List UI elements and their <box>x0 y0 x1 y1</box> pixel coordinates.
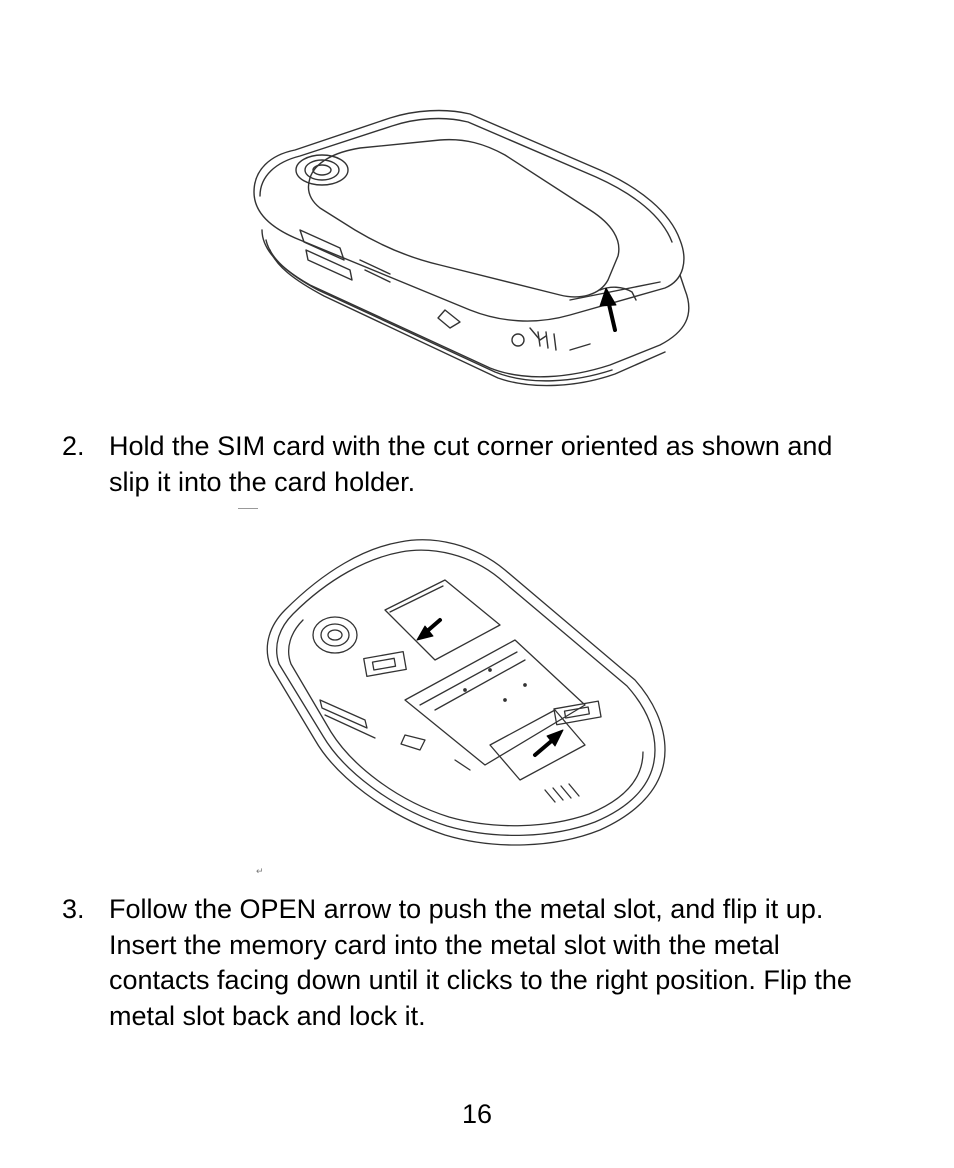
divider <box>238 508 258 511</box>
step-text: Follow the OPEN arrow to push the metal … <box>109 894 852 1031</box>
step-item: 2. Hold the SIM card with the cut corner… <box>62 429 882 504</box>
sim-card-insertion-illustration <box>255 530 685 860</box>
arrow-icon <box>533 729 564 757</box>
arrow-icon <box>416 618 442 641</box>
phone-back-cover-illustration <box>240 100 700 390</box>
step-item: 3. Follow the OPEN arrow to push the met… <box>62 892 882 1042</box>
arrow-icon <box>599 287 617 332</box>
step-text: Hold the SIM card with the cut corner or… <box>109 431 833 497</box>
paragraph-mark: ↵ <box>256 866 264 876</box>
page-number: 16 <box>461 1099 493 1129</box>
step-number: 3. <box>62 894 85 924</box>
step-number: 2. <box>62 431 85 461</box>
